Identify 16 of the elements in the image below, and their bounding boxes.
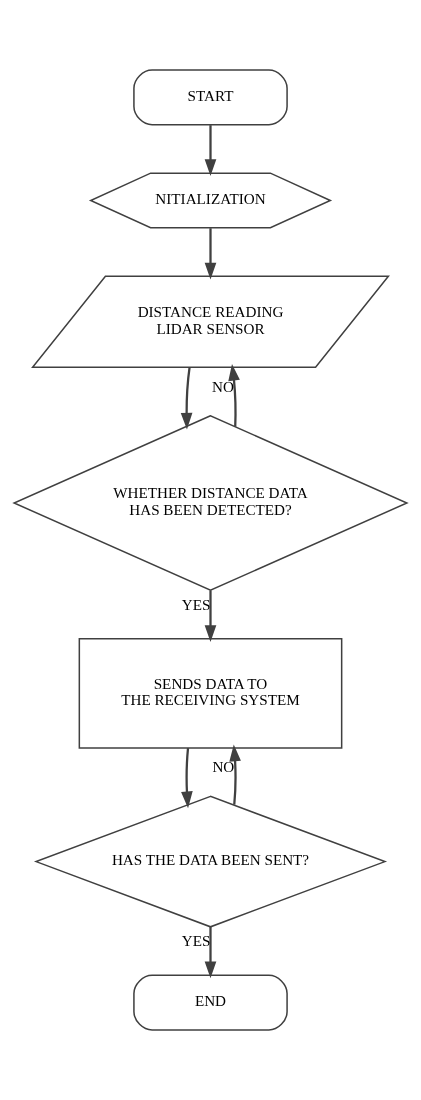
node-box: START [133,69,288,126]
arrow [181,747,193,809]
node-box: END [133,974,288,1031]
arrow [229,744,241,805]
arrow [204,228,217,280]
arrow [204,926,217,979]
arrow [180,367,193,430]
edge-label: YES [181,932,211,950]
node-box: SENDS DATA TO THE RECEIVING SYSTEM [78,637,343,749]
arrow [204,125,217,176]
arrow [228,363,240,427]
edge-label: NO [212,757,235,775]
edge-label: NO [212,378,235,396]
edge-label: YES [181,595,211,613]
arrow [204,590,217,642]
node-diamond: HAS THE DATA BEEN SENT? [33,795,388,928]
